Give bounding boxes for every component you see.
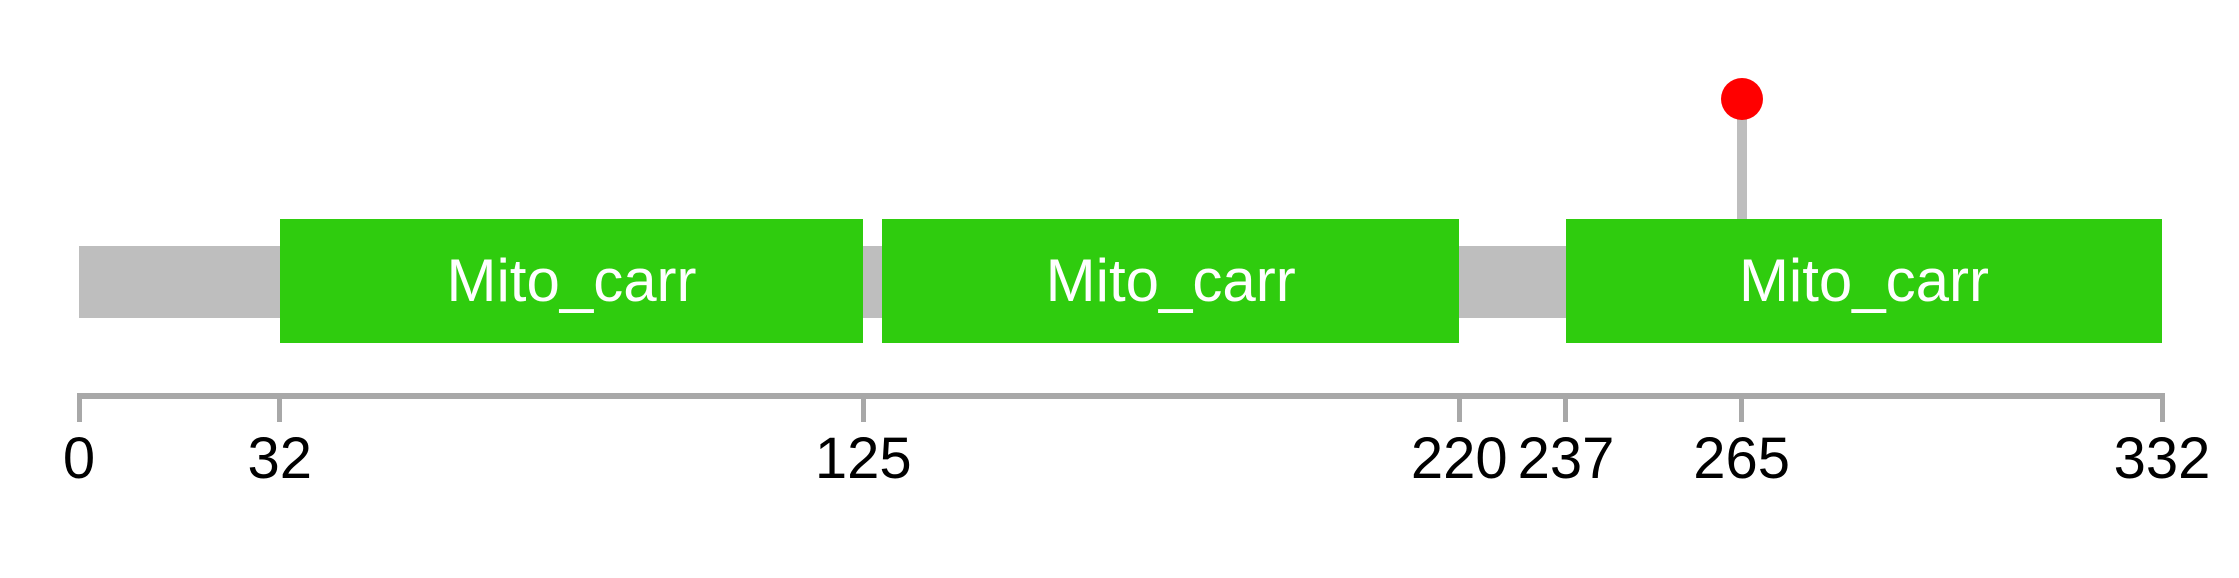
axis-tick: [1456, 393, 1462, 422]
axis-tick: [860, 393, 866, 422]
axis-tick-label: 0: [62, 426, 96, 491]
domain-label: Mito_carr: [1045, 247, 1296, 314]
axis-line: [76, 393, 2165, 399]
axis-tick-label: 332: [2113, 426, 2211, 491]
axis-tick-label: 265: [1693, 426, 1791, 491]
domain-box: Mito_carr: [882, 219, 1460, 343]
lollipop-stem: [1736, 99, 1747, 219]
axis-tick: [1739, 393, 1745, 422]
axis-tick: [277, 393, 283, 422]
axis-tick: [2159, 393, 2165, 422]
axis-tick: [1563, 393, 1569, 422]
lollipop-circle-marker: [1720, 78, 1763, 120]
axis-tick-label: 237: [1517, 426, 1615, 491]
domain-label: Mito_carr: [1738, 247, 1989, 314]
domain-box: Mito_carr: [1565, 219, 2162, 343]
axis-tick: [76, 393, 82, 422]
axis-tick-label: 125: [814, 426, 912, 491]
axis-tick-label: 32: [247, 426, 313, 491]
axis-tick-label: 220: [1410, 426, 1508, 491]
domain-box: Mito_carr: [279, 219, 864, 343]
domain-label: Mito_carr: [446, 247, 697, 314]
